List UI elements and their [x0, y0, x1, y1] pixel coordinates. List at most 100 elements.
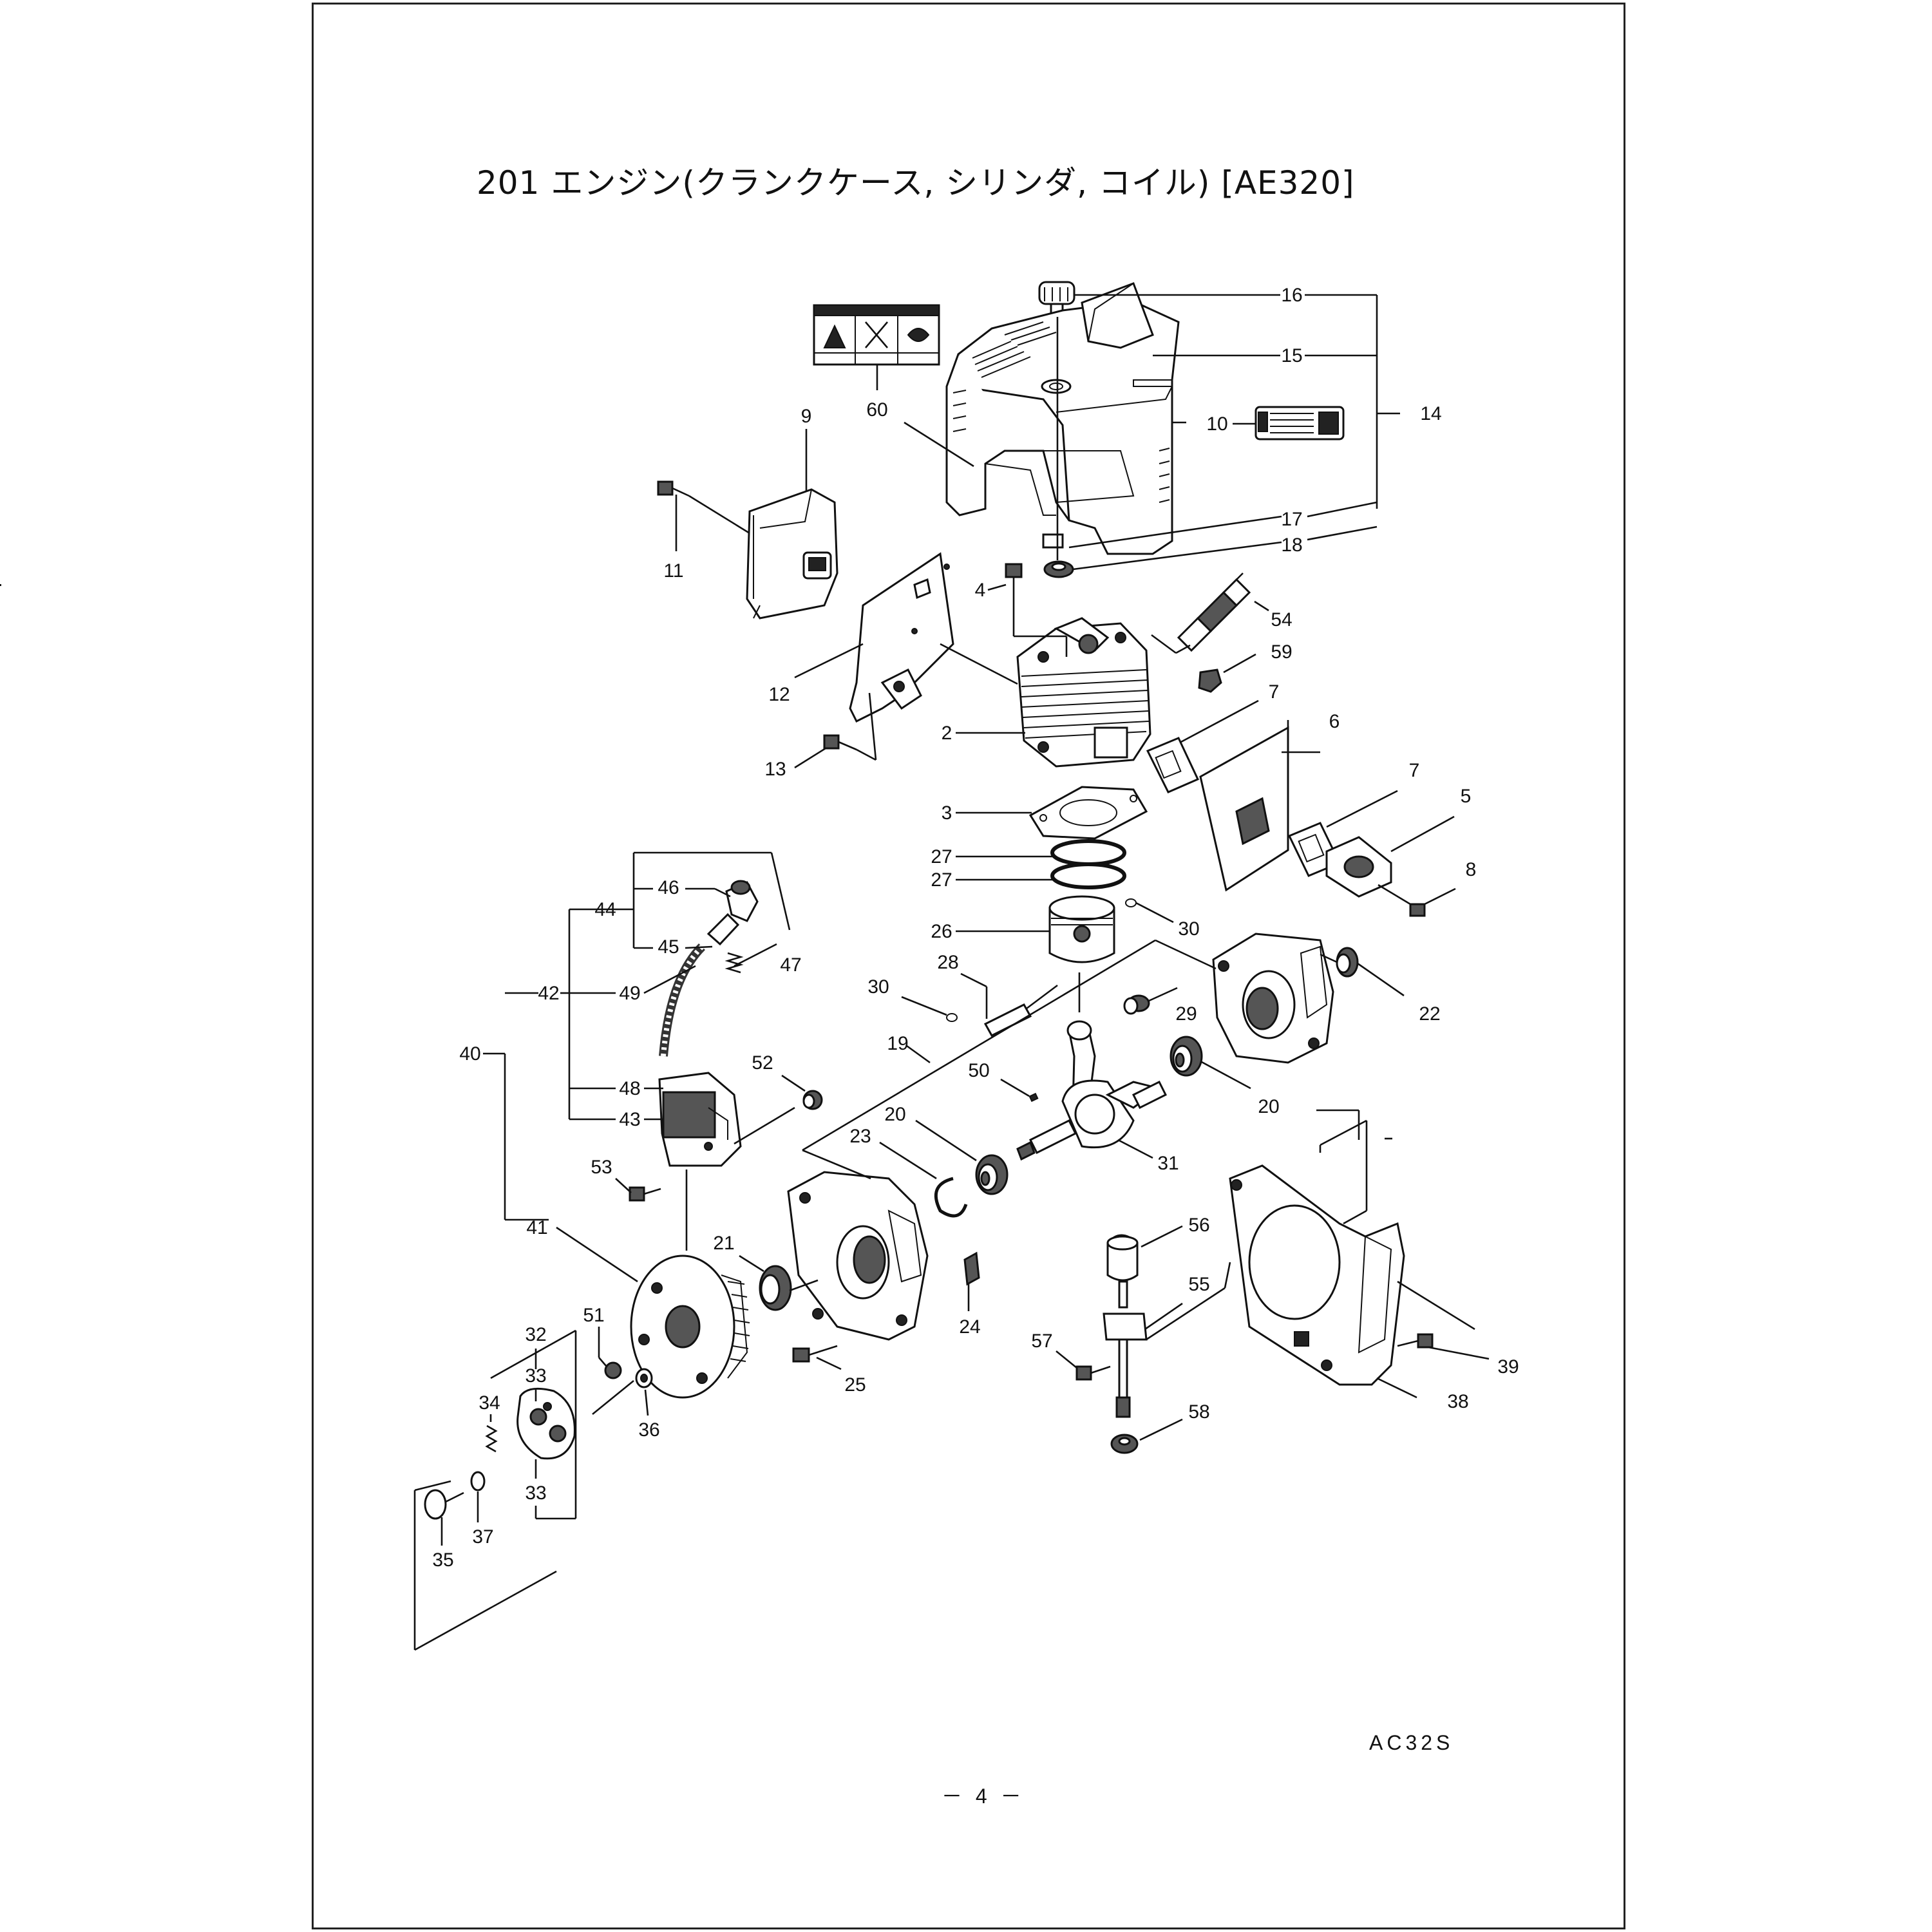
part-37-washer — [470, 1471, 486, 1492]
callout-9: 9 — [801, 406, 812, 427]
part-20-bearing-right — [1170, 1036, 1203, 1077]
part-22-bearing — [1336, 947, 1359, 978]
part-52-spacer — [802, 1090, 823, 1110]
callout-59: 59 — [1271, 641, 1292, 663]
callout-23: 23 — [849, 1126, 871, 1147]
part-crankcase-left — [787, 1171, 929, 1341]
part-3-gasket — [1028, 786, 1148, 840]
part-27-piston-rings — [1050, 839, 1126, 889]
callout-3: 3 — [942, 802, 952, 824]
callout-41: 41 — [526, 1217, 547, 1238]
part-45-boot — [706, 913, 740, 946]
part-50-key — [1028, 1092, 1039, 1103]
callout-30-right: 30 — [1178, 918, 1199, 940]
part-29-needle-bearing — [1123, 994, 1150, 1015]
callout-30-left: 30 — [867, 976, 889, 998]
callout-21: 21 — [713, 1233, 734, 1254]
part-21-oil-seal — [759, 1265, 792, 1311]
callout-6: 6 — [1329, 711, 1340, 732]
part-58-nut — [1110, 1434, 1139, 1454]
callout-8: 8 — [1466, 859, 1477, 880]
callout-16: 16 — [1281, 285, 1302, 306]
callout-labels: 16 15 14 10 60 9 17 18 11 4 54 59 7 6 12… — [432, 285, 1519, 1571]
part-33-clutch-shoes — [516, 1387, 576, 1460]
part-26-piston — [1048, 895, 1115, 963]
callout-5: 5 — [1461, 786, 1472, 807]
part-13-screw — [823, 734, 857, 751]
page-number: － 4 － — [942, 1785, 1025, 1808]
part-30-circlip-left — [946, 1013, 958, 1022]
callout-48: 48 — [619, 1078, 640, 1099]
part-54-spark-plug — [1177, 573, 1251, 652]
callout-37: 37 — [472, 1526, 493, 1548]
callout-53: 53 — [591, 1157, 612, 1178]
callout-13: 13 — [764, 759, 786, 780]
part-15-engine-cover — [945, 282, 1180, 555]
callout-18: 18 — [1281, 535, 1302, 556]
callout-47: 47 — [780, 954, 801, 976]
part-57-screw — [1075, 1365, 1111, 1381]
callout-58: 58 — [1188, 1401, 1209, 1423]
part-60-warning-label — [813, 304, 940, 366]
page-frame — [312, 3, 1625, 1929]
part-10-spec-label — [1255, 406, 1345, 440]
callout-22: 22 — [1419, 1003, 1440, 1025]
part-59-cap — [1198, 668, 1222, 693]
part-24-clip — [963, 1251, 980, 1286]
callout-57: 57 — [1031, 1331, 1052, 1352]
part-9-muffler — [746, 488, 838, 620]
part-35-bolt — [424, 1489, 464, 1520]
part-46-plug-cap — [725, 880, 759, 922]
part-41-flywheel — [630, 1255, 750, 1399]
callout-36: 36 — [638, 1419, 659, 1441]
callout-50: 50 — [968, 1060, 989, 1081]
callout-20-right: 20 — [1258, 1096, 1279, 1117]
callout-26: 26 — [931, 921, 952, 942]
callout-52: 52 — [752, 1052, 773, 1074]
part-53-screw — [629, 1186, 661, 1202]
part-30-circlip-right — [1125, 898, 1137, 907]
callout-31: 31 — [1157, 1153, 1179, 1174]
callout-14: 14 — [1420, 403, 1441, 424]
callout-35: 35 — [432, 1549, 453, 1571]
part-7-gasket-upper — [1146, 737, 1200, 793]
callout-33-lower: 33 — [525, 1482, 546, 1504]
callout-45: 45 — [658, 936, 679, 958]
callout-38: 38 — [1447, 1391, 1468, 1412]
callout-55: 55 — [1188, 1274, 1209, 1295]
callout-28: 28 — [937, 952, 958, 973]
callout-56: 56 — [1188, 1215, 1209, 1236]
callout-19: 19 — [887, 1033, 908, 1054]
part-56-primer-bulb — [1106, 1234, 1139, 1309]
callout-54: 54 — [1271, 609, 1292, 630]
part-34-spring — [485, 1425, 498, 1453]
part-28-piston-pin — [983, 1003, 1032, 1037]
part-6-insulator — [1199, 726, 1289, 892]
model-code: AC32S — [1369, 1731, 1454, 1754]
part-38-fan-cover — [1229, 1164, 1405, 1386]
part-55-primer-bracket — [1103, 1312, 1148, 1418]
part-39-screw — [1397, 1333, 1434, 1349]
callout-34: 34 — [478, 1392, 500, 1414]
callout-15: 15 — [1281, 345, 1302, 366]
part-36-washer — [635, 1368, 653, 1388]
callout-29: 29 — [1175, 1003, 1197, 1025]
callout-17: 17 — [1281, 509, 1302, 530]
callout-44: 44 — [594, 899, 616, 920]
part-11-screw — [657, 480, 690, 497]
part-18-grommet — [1043, 560, 1074, 578]
callout-27-upper: 27 — [931, 846, 952, 867]
callout-2: 2 — [942, 723, 952, 744]
part-51-nut — [604, 1361, 622, 1379]
callout-25: 25 — [844, 1374, 866, 1396]
part-16-knob — [1038, 281, 1075, 318]
part-47-spring — [724, 952, 744, 974]
callout-24: 24 — [959, 1316, 980, 1338]
page-title: 201 エンジン(クランクケース, シリンダ, コイル) [AE320] — [477, 164, 1355, 202]
callout-32: 32 — [525, 1324, 546, 1345]
callout-40: 40 — [459, 1043, 480, 1065]
callout-60: 60 — [866, 399, 887, 421]
callout-42: 42 — [538, 983, 559, 1004]
callout-7-upper: 7 — [1269, 681, 1280, 703]
